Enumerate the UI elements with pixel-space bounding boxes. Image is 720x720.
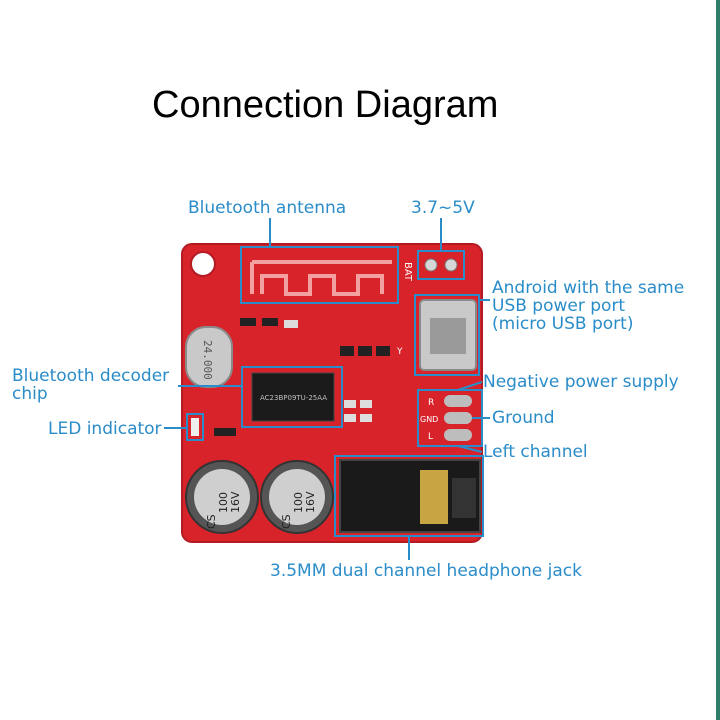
chip-text: AC23BP09TU-25AA [260, 394, 327, 402]
capacitor-2-top [269, 469, 325, 525]
label-headphone-jack: 3.5MM dual channel headphone jack [270, 561, 582, 581]
pad-r-text: R [428, 398, 434, 408]
label-led-indicator: LED indicator [48, 419, 162, 439]
smd-part [240, 318, 256, 326]
smd-part [360, 414, 372, 422]
capacitor-1-text: 16V [229, 491, 242, 513]
capacitor-1-text: CS [205, 514, 218, 529]
negative-callout-line [457, 381, 483, 391]
smd-part [360, 400, 372, 408]
label-usb-line1: Android with the same [492, 278, 685, 298]
pad-gnd [444, 412, 472, 424]
jack-contact [420, 470, 448, 524]
diagram-title: Connection Diagram [152, 84, 499, 126]
pad-l [444, 429, 472, 441]
capacitor-1-top [194, 469, 250, 525]
smd-part [340, 346, 354, 356]
led-component [191, 418, 199, 436]
label-negative-power: Negative power supply [483, 372, 679, 392]
label-decoder-line2: chip [12, 384, 48, 404]
usb-port-box [414, 294, 480, 376]
bat-pin-2 [444, 258, 458, 272]
smd-part [284, 320, 298, 328]
pad-r [444, 395, 472, 407]
decoder-chip-box [241, 366, 343, 428]
mounting-hole [190, 251, 216, 277]
smd-part [344, 414, 356, 422]
right-frame-border [716, 0, 720, 720]
capacitor-2-text: 100 [292, 492, 305, 513]
capacitor-2-text: 16V [304, 491, 317, 513]
label-left-channel: Left channel [483, 442, 588, 462]
label-decoder-line1: Bluetooth decoder [12, 366, 170, 386]
jack-inner [452, 478, 476, 518]
label-usb-line2: USB power port [492, 296, 626, 316]
bat-pin-1 [424, 258, 438, 272]
smd-part [376, 346, 390, 356]
capacitor-2-text: CS [280, 514, 293, 529]
pad-gnd-text: GND [420, 415, 438, 424]
decoder-chip [251, 372, 335, 422]
label-bluetooth-antenna: Bluetooth antenna [188, 198, 347, 218]
smd-mark-text: Y [396, 347, 403, 357]
label-usb-line3: (micro USB port) [492, 314, 634, 334]
antenna-trace [250, 260, 392, 296]
crystal-text: 24.000 [201, 340, 214, 380]
capacitor-1-text: 100 [217, 492, 230, 513]
smd-part [214, 428, 236, 436]
label-ground: Ground [492, 408, 555, 428]
label-voltage: 3.7~5V [411, 198, 475, 218]
bat-pin-label: BAT [402, 262, 413, 282]
antenna-box [240, 246, 399, 304]
smd-part [344, 400, 356, 408]
smd-part [262, 318, 278, 326]
left-callout-line [457, 445, 483, 453]
smd-part [358, 346, 372, 356]
micro-usb-opening [430, 318, 466, 354]
pad-l-text: L [428, 432, 433, 442]
